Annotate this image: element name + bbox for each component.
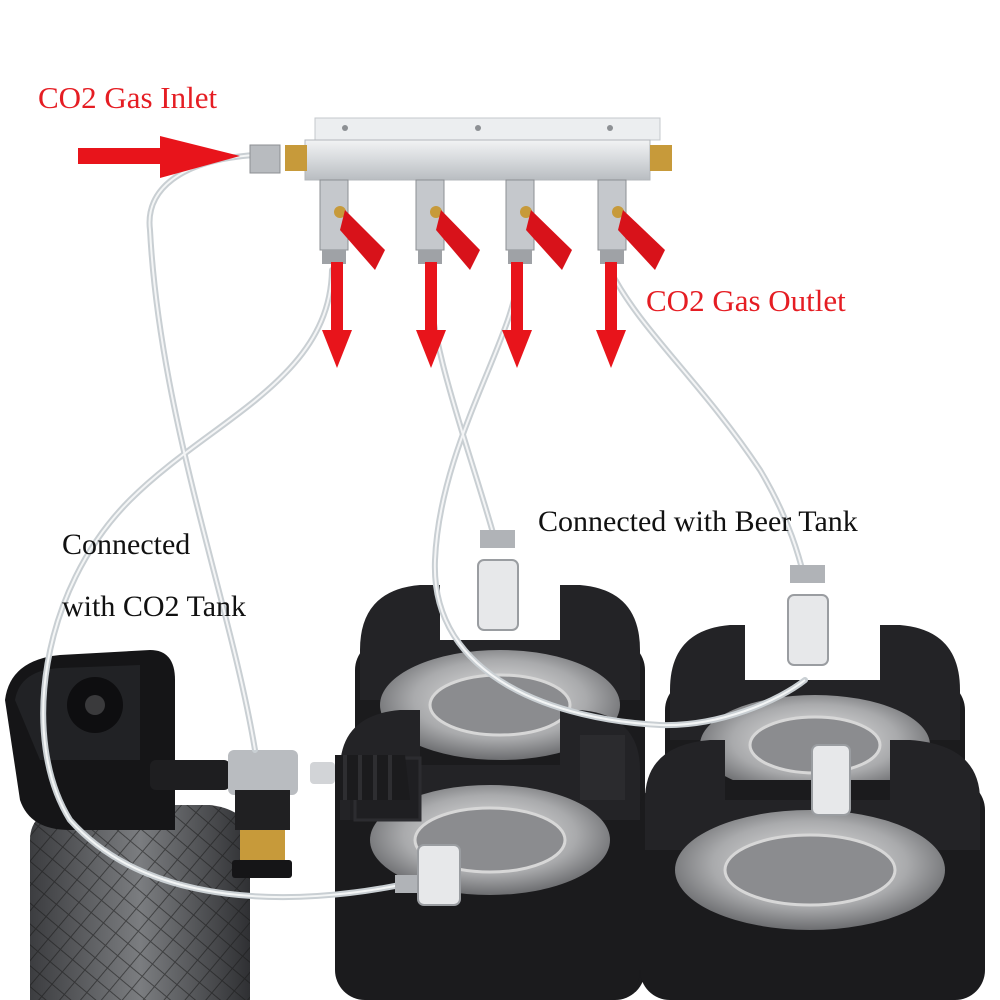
outlet-arrow-1 xyxy=(322,262,352,368)
manifold-valve-4 xyxy=(597,179,665,270)
outlet-arrow-3 xyxy=(502,262,532,368)
manifold-valve-2 xyxy=(415,179,480,270)
beer-tank-label: Connected with Beer Tank xyxy=(538,505,858,538)
co2-tank-label-line2: with CO2 Tank xyxy=(62,590,247,623)
gas-disconnect-back-right xyxy=(787,565,829,666)
beer-keg-front-right xyxy=(640,740,985,1000)
co2-regulator xyxy=(150,750,410,878)
co2-tank-label-line1: Connected xyxy=(62,528,191,561)
manifold-valve-3 xyxy=(505,179,572,270)
outlet-arrow-4 xyxy=(596,262,626,368)
outlet-label: CO2 Gas Outlet xyxy=(646,283,846,318)
outlet-arrow-2 xyxy=(416,262,446,368)
gas-manifold xyxy=(249,117,672,181)
gas-disconnect-front-right xyxy=(811,744,851,816)
inlet-label: CO2 Gas Inlet xyxy=(38,80,218,115)
gas-disconnect-back-left xyxy=(477,530,519,631)
gas-disconnect-front-left xyxy=(395,844,461,906)
manifold-valve-1 xyxy=(319,179,385,270)
inlet-arrow xyxy=(78,136,240,178)
